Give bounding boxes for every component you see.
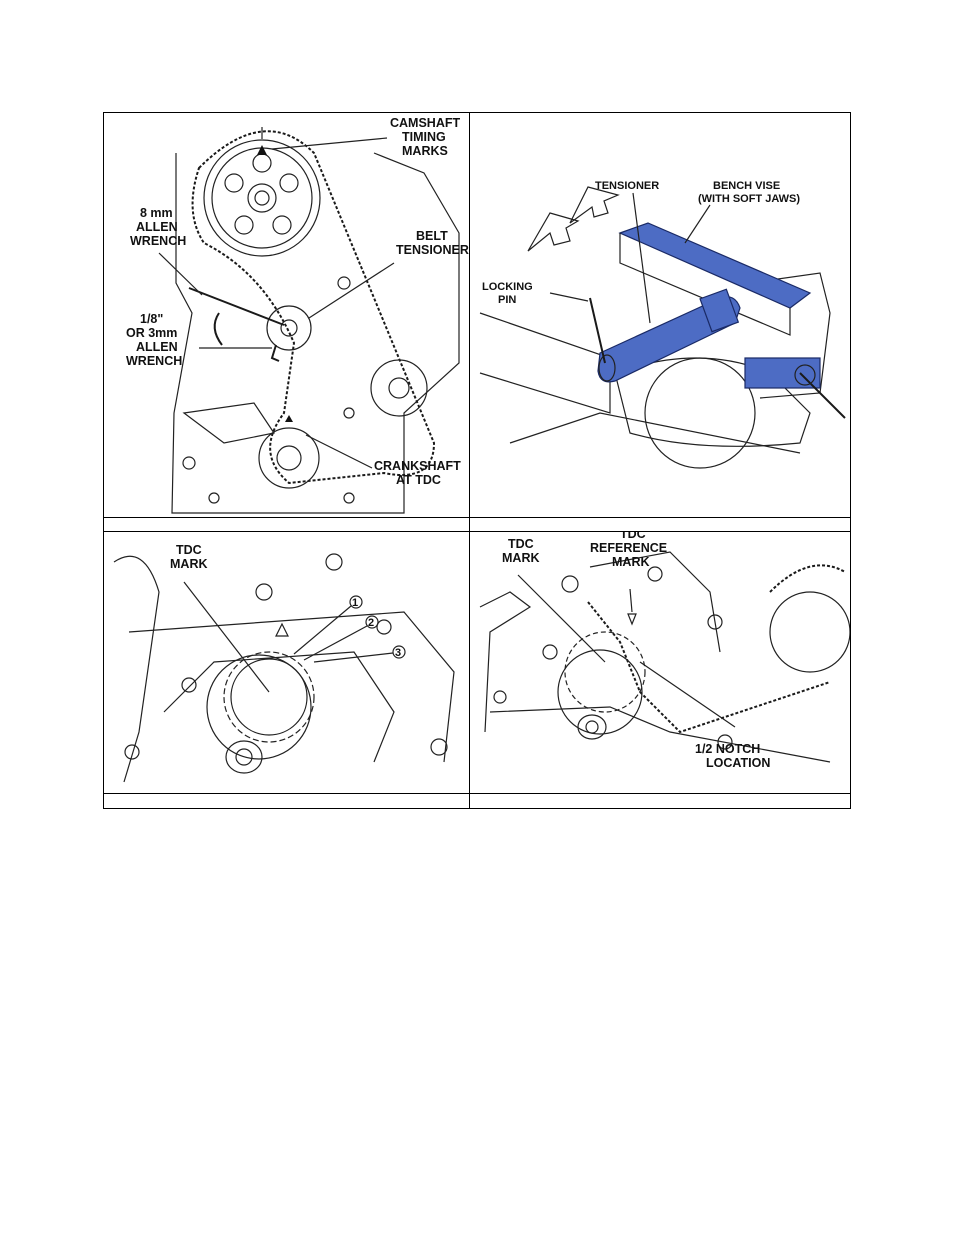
label-allen8-line3: WRENCH — [130, 234, 186, 248]
caption-cell-3 — [103, 793, 470, 809]
label-camshaft-line1: CAMSHAFT — [390, 116, 460, 130]
caption-cell-4 — [469, 793, 851, 809]
label-tdc-line1: TDC — [176, 543, 202, 557]
label-allen3-line3: ALLEN — [136, 340, 178, 354]
label-ref-line1: TDC — [620, 532, 646, 541]
label-camshaft-line3: MARKS — [402, 144, 448, 158]
label-notch-line1: 1/2 NOTCH — [695, 742, 760, 756]
label-tensioner: TENSIONER — [595, 180, 659, 192]
label-ref-line2: REFERENCE — [590, 541, 667, 555]
label-number-1: 1 — [352, 597, 358, 609]
label-allen3-line2: OR 3mm — [126, 326, 177, 340]
caption-cell-2 — [469, 517, 851, 532]
label-crank-line2: AT TDC — [396, 473, 441, 487]
timing-belt-illustration: CAMSHAFT TIMING MARKS 8 mm ALLEN WRENCH … — [126, 116, 469, 514]
label-vise-line2: (WITH SOFT JAWS) — [698, 193, 800, 205]
label-tdc-line1: TDC — [508, 537, 534, 551]
figure-cell-tdc-reference: TDC MARK TDC REFERENCE MARK 1/2 NOTCH LO… — [469, 531, 851, 794]
figure-cell-bench-vise: TENSIONER BENCH VISE (WITH SOFT JAWS) LO… — [469, 112, 851, 518]
figure-table: CAMSHAFT TIMING MARKS 8 mm ALLEN WRENCH … — [103, 112, 851, 809]
bench-vise-illustration: TENSIONER BENCH VISE (WITH SOFT JAWS) LO… — [479, 180, 846, 469]
label-allen3-line1: 1/8" — [140, 312, 163, 326]
label-belt-line1: BELT — [416, 229, 448, 243]
tdc-reference-illustration: TDC MARK TDC REFERENCE MARK 1/2 NOTCH LO… — [479, 532, 850, 770]
label-allen3-line4: WRENCH — [126, 354, 182, 368]
label-pin-line1: LOCKING — [482, 281, 533, 293]
figure-cell-timing-belt: CAMSHAFT TIMING MARKS 8 mm ALLEN WRENCH … — [103, 112, 470, 518]
label-allen8-line2: ALLEN — [136, 220, 178, 234]
label-vise-line1: BENCH VISE — [713, 180, 780, 192]
figure-cell-tdc-mark: TDC MARK 1 2 3 — [103, 531, 470, 794]
label-tdc-line2: MARK — [502, 551, 540, 565]
label-allen8-line1: 8 mm — [140, 206, 173, 220]
label-number-3: 3 — [395, 647, 401, 659]
label-ref-line3: MARK — [612, 555, 650, 569]
label-tdc-line2: MARK — [170, 557, 208, 571]
label-pin-line2: PIN — [498, 294, 516, 306]
label-notch-line2: LOCATION — [706, 756, 770, 770]
label-camshaft-line2: TIMING — [402, 130, 446, 144]
label-belt-line2: TENSIONER — [396, 243, 469, 257]
tdc-mark-illustration: TDC MARK 1 2 3 — [113, 543, 455, 783]
label-crank-line1: CRANKSHAFT — [374, 459, 461, 473]
label-number-2: 2 — [368, 617, 374, 629]
caption-cell-1 — [103, 517, 470, 532]
